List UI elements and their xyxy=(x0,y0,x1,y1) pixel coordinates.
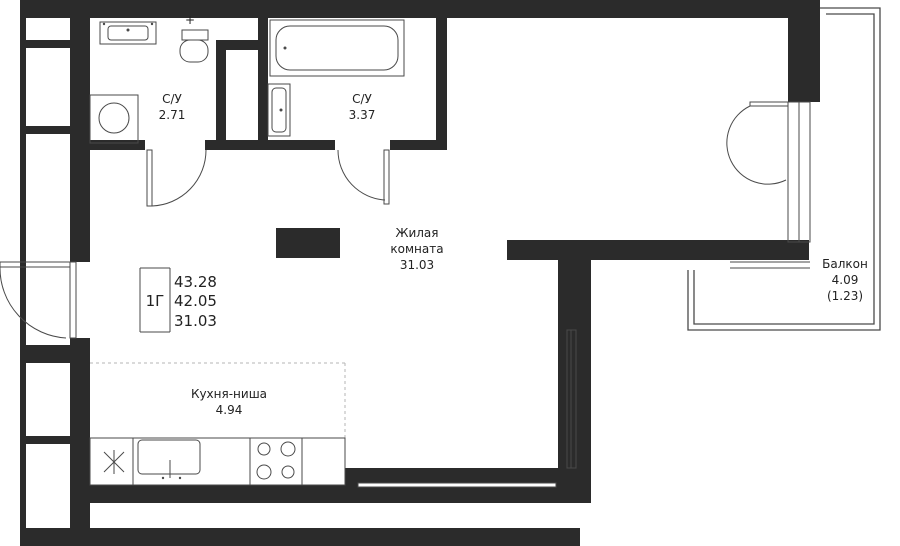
area-without-balcony: 42.05 xyxy=(174,292,217,310)
bathroom-2-fixtures xyxy=(267,19,405,137)
windows xyxy=(69,101,811,469)
balcony-outline xyxy=(687,7,881,331)
living-room-label-1: Жилая xyxy=(396,226,439,240)
balcony-area: 4.09 xyxy=(832,273,859,287)
living-room-label-2: комната xyxy=(390,242,443,256)
bathroom-1-fixtures: + xyxy=(89,13,209,144)
svg-text:+: + xyxy=(185,13,195,27)
column xyxy=(276,228,340,258)
bathroom-1-area: 2.71 xyxy=(159,108,186,122)
balcony-label: Балкон xyxy=(822,257,868,271)
living-room-area: 31.03 xyxy=(400,258,434,272)
summary-box xyxy=(139,267,171,333)
kitchen-label: Кухня-ниша xyxy=(191,387,267,401)
vent-icon xyxy=(103,450,125,474)
bathroom-2-label: С/У xyxy=(352,92,372,106)
bathroom-2-area: 3.37 xyxy=(349,108,376,122)
kitchen-fixtures xyxy=(89,362,346,486)
bathroom-1-label: С/У xyxy=(162,92,182,106)
kitchen-area: 4.94 xyxy=(216,403,243,417)
total-area: 43.28 xyxy=(174,273,217,291)
apartment-type: 1Г xyxy=(146,292,165,310)
balcony-area-reduced: (1.23) xyxy=(827,289,863,303)
living-area: 31.03 xyxy=(174,312,217,330)
doors xyxy=(0,101,789,339)
